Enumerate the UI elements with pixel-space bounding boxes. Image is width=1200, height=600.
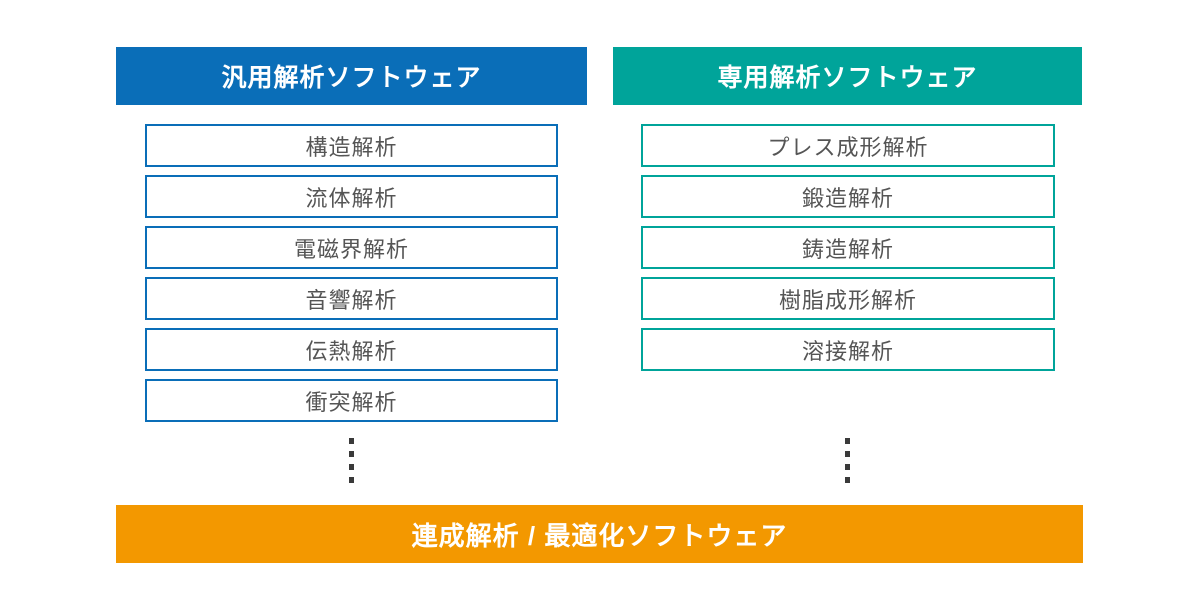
dashed-connector-right [845,438,850,490]
item-label: 電磁界解析 [293,236,409,262]
item-label: 構造解析 [305,134,398,160]
item-label: プレス成形解析 [767,134,929,160]
item-resin-molding-analysis: 樹脂成形解析 [641,277,1055,320]
general-analysis-software-header: 汎用解析ソフトウェア [116,47,587,105]
item-forging-analysis: 鍛造解析 [641,175,1055,218]
dedicated-software-list: プレス成形解析 鍛造解析 鋳造解析 樹脂成形解析 溶接解析 [641,124,1055,371]
item-electromagnetic-analysis: 電磁界解析 [145,226,558,269]
item-heat-transfer-analysis: 伝熱解析 [145,328,558,371]
item-label: 鍛造解析 [801,185,894,211]
item-label: 音響解析 [305,287,398,313]
coupled-optimization-software-banner: 連成解析 / 最適化ソフトウェア [116,505,1083,563]
item-label: 鋳造解析 [801,236,894,262]
dedicated-analysis-software-header: 専用解析ソフトウェア [613,47,1082,105]
item-label: 伝熱解析 [305,338,398,364]
item-welding-analysis: 溶接解析 [641,328,1055,371]
general-software-list: 構造解析 流体解析 電磁界解析 音響解析 伝熱解析 衝突解析 [145,124,558,422]
item-label: 樹脂成形解析 [778,287,917,313]
item-label: 溶接解析 [801,338,894,364]
item-fluid-analysis: 流体解析 [145,175,558,218]
item-crash-analysis: 衝突解析 [145,379,558,422]
item-label: 流体解析 [305,185,398,211]
item-casting-analysis: 鋳造解析 [641,226,1055,269]
dashed-connector-left [349,438,354,490]
item-label: 衝突解析 [305,389,398,415]
item-acoustic-analysis: 音響解析 [145,277,558,320]
item-structural-analysis: 構造解析 [145,124,558,167]
item-press-forming-analysis: プレス成形解析 [641,124,1055,167]
